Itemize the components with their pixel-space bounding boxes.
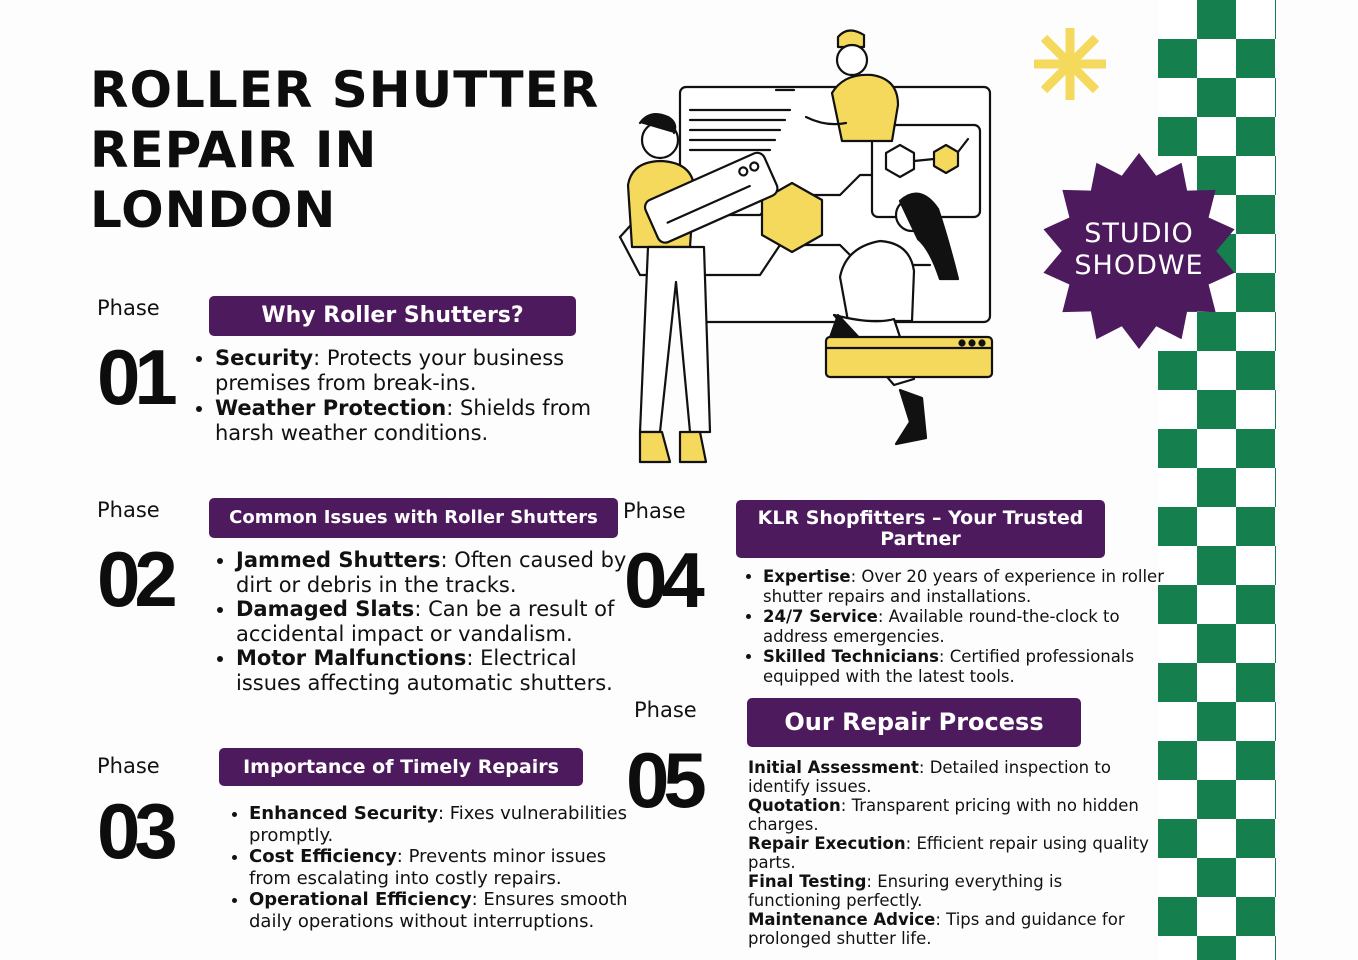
title-line: REPAIR IN: [90, 121, 378, 179]
bullet-item: Jammed Shutters: Often caused by dirt or…: [236, 548, 636, 597]
phase-bullets: Jammed Shutters: Often caused by dirt or…: [214, 548, 636, 695]
bullet-item: Security: Protects your business premise…: [215, 346, 635, 396]
phase-heading: Importance of Timely Repairs: [219, 748, 583, 786]
phase-label: Phase: [634, 698, 697, 722]
bullet-item: Motor Malfunctions: Electrical issues af…: [236, 646, 636, 695]
phase-heading: Why Roller Shutters?: [209, 296, 576, 336]
phase-heading: Our Repair Process: [747, 698, 1081, 747]
bullet-item: Final Testing: Ensuring everything is fu…: [748, 872, 1063, 910]
bullet-item: Repair Execution: Efficient repair using…: [748, 834, 1149, 872]
phase-heading: KLR Shopfitters – Your Trusted Partner: [736, 500, 1105, 558]
bullet-item: Initial Assessment: Detailed inspection …: [748, 758, 1111, 796]
phase-heading: Common Issues with Roller Shutters: [209, 498, 618, 538]
phase-bullets: Security: Protects your business premise…: [193, 346, 635, 446]
bullet-item: Skilled Technicians: Certified professio…: [763, 647, 1173, 687]
checkerboard-stripe: [1158, 0, 1276, 960]
star-badge-icon: [1043, 152, 1235, 350]
asterisk-icon: [1034, 28, 1106, 100]
phase-label: Phase: [97, 498, 160, 522]
phase-number: 04: [624, 536, 705, 624]
phase-number: 05: [626, 736, 707, 824]
phase-label: Phase: [97, 754, 160, 778]
brand-badge-line: SHODWE: [1074, 250, 1204, 281]
phase-bullets: Enhanced Security: Fixes vulnerabilities…: [227, 803, 649, 932]
title-line: ROLLER SHUTTER: [90, 61, 600, 119]
team-illustration: [618, 29, 994, 464]
brand-badge: STUDIO SHODWE: [1040, 218, 1238, 282]
phase-number: 03: [97, 787, 178, 875]
phase-bullets: Initial Assessment: Detailed inspection …: [726, 758, 1158, 948]
bullet-item: Expertise: Over 20 years of experience i…: [763, 567, 1173, 607]
bullet-item: Enhanced Security: Fixes vulnerabilities…: [249, 803, 649, 846]
bullet-item: Cost Efficiency: Prevents minor issues f…: [249, 846, 649, 889]
phase-number: 01: [97, 333, 178, 421]
phase-bullets: Expertise: Over 20 years of experience i…: [741, 567, 1173, 687]
bullet-item: Damaged Slats: Can be a result of accide…: [236, 597, 636, 646]
brand-badge-line: STUDIO: [1084, 218, 1194, 249]
phase-number: 02: [97, 535, 178, 623]
bullet-item: Operational Efficiency: Ensures smooth d…: [249, 889, 649, 932]
title-line: LONDON: [90, 181, 337, 239]
bullet-item: Weather Protection: Shields from harsh w…: [215, 396, 635, 446]
phase-label: Phase: [97, 296, 160, 320]
phase-label: Phase: [623, 499, 686, 523]
bullet-item: Quotation: Transparent pricing with no h…: [748, 796, 1139, 834]
page-title: ROLLER SHUTTER REPAIR IN LONDON: [90, 60, 630, 240]
bullet-item: 24/7 Service: Available round-the-clock …: [763, 607, 1173, 647]
bullet-item: Maintenance Advice: Tips and guidance fo…: [748, 910, 1125, 948]
